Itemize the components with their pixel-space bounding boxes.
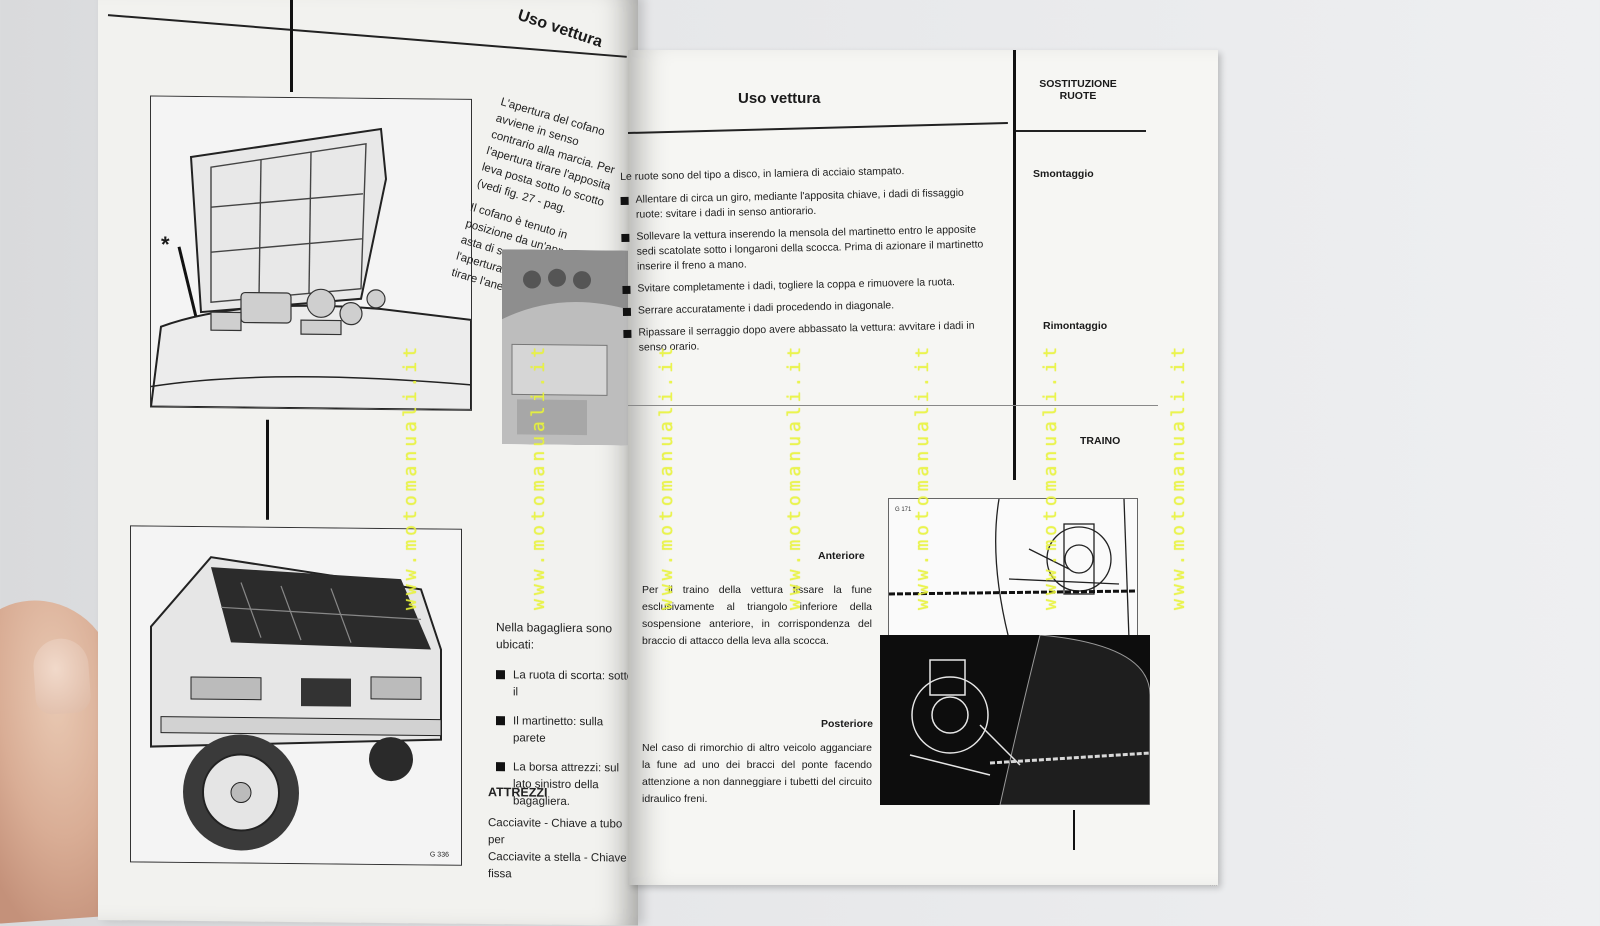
watermark-text: www.motomanuali.it xyxy=(528,342,549,610)
section-divider xyxy=(628,405,1158,406)
bullet-square xyxy=(621,233,630,243)
asterisk-marker: * xyxy=(161,231,170,257)
bullet-square xyxy=(496,762,505,772)
bullet-square xyxy=(622,307,632,316)
side-label-traino: TRAINO xyxy=(1080,435,1121,447)
trunk-item: Il martinetto: sulla parete xyxy=(496,713,636,748)
dashboard-photo xyxy=(502,249,632,446)
anteriore-text: Per il traino della vettura fissare la f… xyxy=(642,584,872,647)
bullet-square xyxy=(620,196,629,206)
bullet-square xyxy=(623,329,632,338)
instruction-step: Sollevare la vettura inserendo la mensol… xyxy=(621,222,992,275)
bullet-square xyxy=(496,716,505,726)
bottom-vbar xyxy=(1073,810,1075,850)
trunk-item: La ruota di scorta: sotto il xyxy=(496,667,636,702)
trunk-illustration: G 336 xyxy=(130,525,462,866)
watermark-text: www.motomanuali.it xyxy=(1168,342,1189,610)
section-title-sostituzione: SOSTITUZIONE RUOTE xyxy=(1039,78,1117,102)
left-mid-vbar xyxy=(266,419,269,520)
watermark-text: www.motomanuali.it xyxy=(912,342,933,610)
tools-block: ATTREZZI Cacciavite - Chiave a tubo per … xyxy=(488,784,633,885)
right-header-rule xyxy=(627,122,1008,134)
right-page: Uso vettura SOSTITUZIONE RUOTE Smontaggi… xyxy=(620,50,1218,885)
hood-illustration: * xyxy=(150,95,472,411)
right-column-rule xyxy=(1013,50,1016,480)
right-page-title: Uso vettura xyxy=(738,90,821,107)
left-page: Uso vettura * L'apertura del cofano avvi… xyxy=(98,0,638,926)
bullet-square xyxy=(496,670,505,680)
watermark-text: www.motomanuali.it xyxy=(1040,342,1061,610)
side-header-rule xyxy=(1016,130,1146,132)
watermark-text: www.motomanuali.it xyxy=(656,342,677,610)
anteriore-heading: Anteriore xyxy=(818,550,865,562)
left-top-vbar xyxy=(290,0,293,93)
posteriore-text: Nel caso di rimorchio di altro veicolo a… xyxy=(642,742,872,805)
left-page-title: Uso vettura xyxy=(515,6,605,52)
wheel-intro: Le ruote sono del tipo a disco, in lamie… xyxy=(620,165,905,184)
tools-line: Cacciavite a stella - Chiave fissa xyxy=(488,851,627,881)
bullet-square xyxy=(622,285,631,294)
front-fig-ref: G 171 xyxy=(895,507,912,513)
instruction-step: Allentare di circa un giro, mediante l'a… xyxy=(620,185,991,223)
trunk-intro: Nella bagagliera sono ubicati: xyxy=(496,620,613,652)
watermark-text: www.motomanuali.it xyxy=(400,342,421,610)
tools-line: Cacciavite - Chiave a tubo per xyxy=(488,817,623,847)
trunk-fig-ref: G 336 xyxy=(429,851,449,859)
thumbnail-nail xyxy=(31,636,92,716)
posteriore-heading: Posteriore xyxy=(821,718,873,730)
front-towing-illustration: G 171 xyxy=(888,498,1138,640)
side-label-smontaggio: Smontaggio xyxy=(1033,168,1094,180)
rear-towing-illustration xyxy=(880,635,1150,805)
watermark-text: www.motomanuali.it xyxy=(784,342,805,610)
side-label-rimontaggio: Rimontaggio xyxy=(1043,320,1108,332)
tools-heading: ATTREZZI xyxy=(488,785,548,800)
